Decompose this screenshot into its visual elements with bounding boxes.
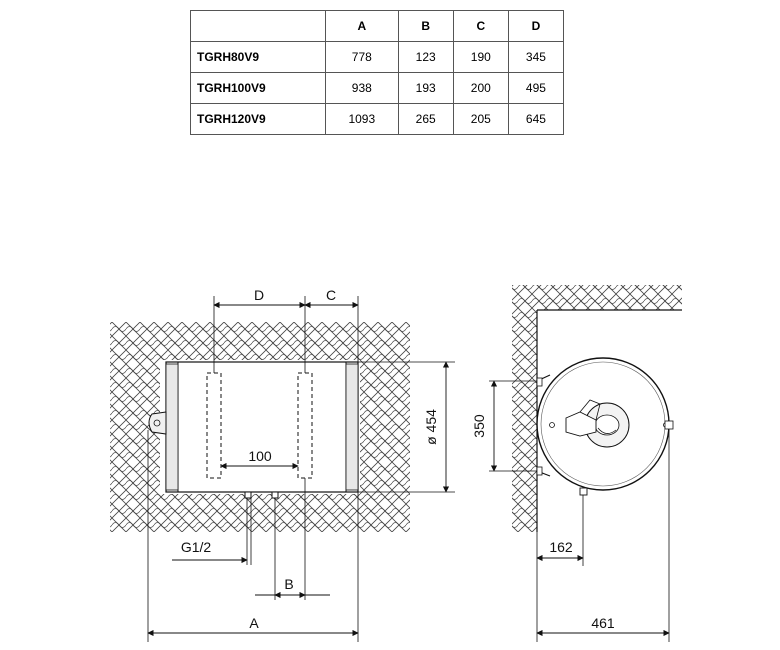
dim-label-350: 350: [471, 414, 487, 438]
value-b: 123: [397, 41, 454, 73]
dim-label-diameter: ø 454: [423, 409, 439, 445]
dim-label-162: 162: [549, 539, 573, 555]
wall-hatch-front: [110, 322, 410, 532]
tank-left-cap: [165, 363, 179, 491]
thread-label: G1/2: [181, 539, 212, 555]
dim-label-d: D: [254, 287, 264, 303]
value-a: 778: [325, 41, 399, 73]
model-cell: TGRH100V9: [190, 72, 326, 104]
dim-label-461: 461: [591, 615, 615, 631]
pipe-outlet: [271, 491, 279, 499]
value-b: 193: [397, 72, 454, 104]
side-view: 350 162 461: [471, 285, 682, 642]
model-cell: TGRH120V9: [190, 103, 326, 135]
table-row: TGRH80V9 778 123 190 345: [190, 41, 565, 73]
table-row: TGRH120V9 1093 265 205 645: [190, 103, 565, 135]
value-c: 190: [452, 41, 509, 73]
pipe-inlet: [244, 491, 252, 499]
value-d: 645: [507, 103, 565, 135]
dim-label-c: C: [326, 287, 336, 303]
flange-assembly: [549, 399, 674, 448]
dim-label-b: B: [284, 576, 293, 592]
dim-label-100: 100: [248, 448, 272, 464]
value-d: 495: [507, 72, 565, 104]
dimensions-table: A B C D TGRH80V9 778 123 190 345 TGRH100…: [190, 10, 565, 135]
front-view: D C ø 454 100 G1/2 B A: [110, 287, 455, 642]
table-row: TGRH100V9 938 193 200 495: [190, 72, 565, 104]
tank-body: [165, 361, 359, 493]
model-cell: TGRH80V9: [190, 41, 326, 73]
header-b: B: [397, 10, 454, 42]
header-c: C: [452, 10, 509, 42]
value-c: 200: [452, 72, 509, 104]
value-b: 265: [397, 103, 454, 135]
tank-right-cap: [345, 363, 359, 491]
header-d: D: [507, 10, 565, 42]
thermostat-cover: [148, 411, 167, 435]
side-pipe: [579, 487, 588, 496]
dim-label-a: A: [249, 615, 259, 631]
value-c: 205: [452, 103, 509, 135]
value-a: 1093: [325, 103, 399, 135]
